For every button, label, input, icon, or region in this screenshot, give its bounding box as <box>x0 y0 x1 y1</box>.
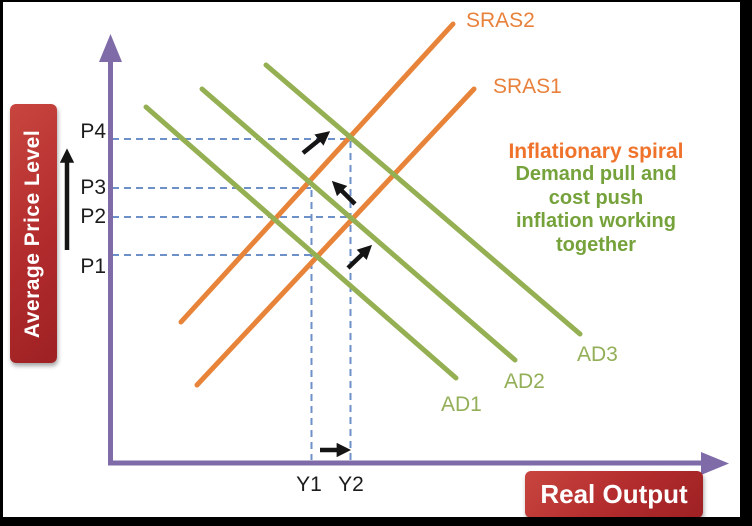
y-axis-title: Average Price Level <box>21 129 45 338</box>
ad3-label: AD3 <box>577 343 618 366</box>
axes <box>99 34 729 475</box>
y-axis-title-box: Average Price Level <box>10 104 57 363</box>
ad2-label: AD2 <box>504 370 545 393</box>
annotation-body-line3: inflation working <box>516 210 676 232</box>
ad3-curve <box>263 62 583 337</box>
ad1-label: AD1 <box>441 393 482 416</box>
annotation-body-line4: together <box>556 233 636 256</box>
ad2-curve <box>199 86 518 363</box>
frame-top-border <box>0 0 752 2</box>
sras1-label: SRAS1 <box>493 75 562 98</box>
shift-to-p3-nw-arrow-icon <box>331 180 357 206</box>
x-axis-arrowhead-icon <box>701 452 729 475</box>
sras2-curve <box>178 21 456 325</box>
ad1-curve <box>143 104 459 381</box>
shift-to-p2-ne-arrow-icon <box>346 244 373 270</box>
annotation-body-line2: cost push <box>548 186 644 209</box>
output-tick-y1: Y1 <box>296 473 322 496</box>
shift-to-p4-ne-arrow-icon <box>301 131 331 155</box>
x-axis-title: Real Output <box>540 479 688 509</box>
frame-bottom-border <box>0 517 752 526</box>
movement-arrows <box>59 131 373 458</box>
annotation-body: Demand pull and cost push inflation work… <box>466 163 726 257</box>
x-axis-title-box: Real Output <box>525 471 703 518</box>
inflationary-spiral-headline: Inflationary spiral <box>508 140 684 163</box>
price-tick-p4: P4 <box>80 120 106 143</box>
dashed-guides <box>112 138 352 460</box>
frame-left-border <box>0 0 3 526</box>
price-tick-p1: P1 <box>80 255 106 278</box>
sras1-curve <box>194 86 477 388</box>
output-tick-y2: Y2 <box>338 473 364 496</box>
sras2-label: SRAS2 <box>466 9 535 32</box>
price-tick-p2: P2 <box>80 205 106 228</box>
annotation-body-line1: Demand pull and <box>515 163 677 185</box>
sras-curves <box>178 21 477 388</box>
ad-curves <box>143 62 583 381</box>
y-axis-arrowhead-icon <box>99 34 122 62</box>
frame-right-border <box>740 0 752 526</box>
price-tick-p3: P3 <box>80 176 106 199</box>
